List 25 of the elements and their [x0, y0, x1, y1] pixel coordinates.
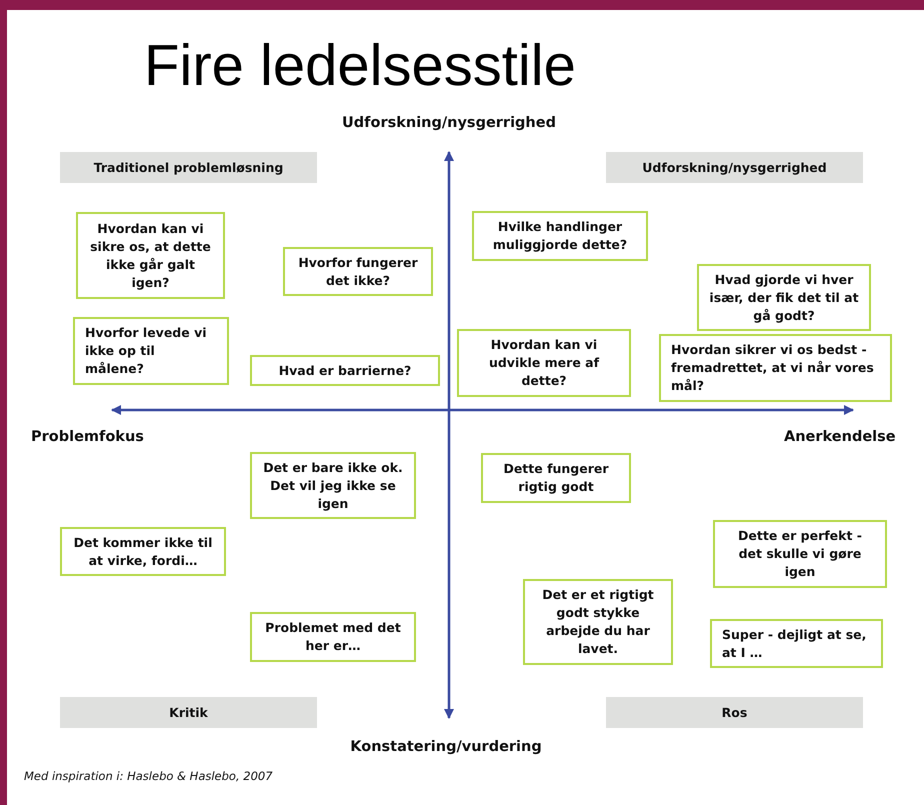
- axis-label: Konstatering/vurdering: [350, 739, 542, 755]
- question-box: Hvordan kan vi udvikle mere af dette?: [457, 329, 631, 397]
- question-box: Hvad gjorde vi hver især, der fik det til at gå godt?: [697, 264, 871, 331]
- quadrant-header-band: Kritik: [60, 697, 317, 728]
- question-box: Hvilke handlinger muliggjorde dette?: [472, 211, 648, 261]
- question-box: Dette er perfekt - det skulle vi gøre igen: [713, 520, 887, 588]
- question-box: Det er et rigtigt godt stykke arbejde du har lavet.: [523, 579, 673, 665]
- question-box: Hvorfor fungerer det ikke?: [283, 247, 433, 296]
- question-box: Super - dejligt at se, at I …: [710, 619, 883, 668]
- question-box: Det kommer ikke til at virke, fordi…: [60, 527, 226, 576]
- source-note: Med inspiration i: Haslebo & Haslebo, 2007: [24, 769, 273, 783]
- question-box: Hvordan kan vi sikre os, at dette ikke går galt igen?: [76, 212, 225, 299]
- axis-label: Udforskning/nysgerrighed: [342, 115, 556, 131]
- question-box: Det er bare ikke ok. Det vil jeg ikke se igen: [250, 452, 416, 519]
- question-box: Hvordan sikrer vi os bedst - fremadrettet, at vi når vores mål?: [659, 334, 892, 402]
- question-box: Dette fungerer rigtig godt: [481, 453, 631, 503]
- question-box: Hvorfor levede vi ikke op til målene?: [73, 317, 229, 385]
- question-box: Hvad er barrierne?: [250, 355, 440, 386]
- question-box: Problemet med det her er…: [250, 612, 416, 662]
- axis-label: Anerkendelse: [784, 429, 896, 445]
- title: Fire ledelsesstile: [144, 32, 576, 100]
- quadrant-header-band: Traditionel problemløsning: [60, 152, 317, 183]
- quadrant-header-band: Udforskning/nysgerrighed: [606, 152, 863, 183]
- axis-label: Problemfokus: [31, 429, 144, 445]
- quadrant-header-band: Ros: [606, 697, 863, 728]
